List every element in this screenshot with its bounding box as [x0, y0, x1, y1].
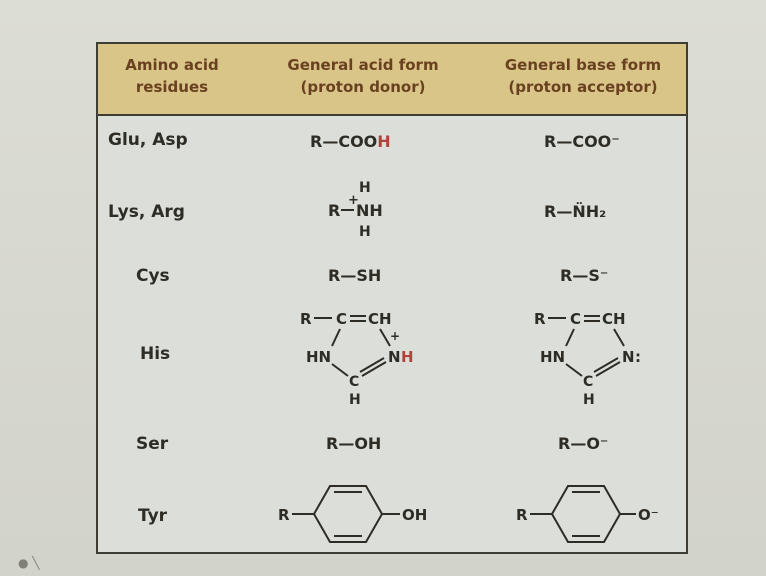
base-form-lys-arg: R—N̈H₂: [544, 202, 607, 221]
svg-text:HN: HN: [540, 348, 565, 366]
svg-text:C: C: [570, 310, 581, 328]
svg-text:C: C: [349, 374, 359, 390]
base-form-glu-asp: R—COO⁻: [544, 132, 620, 151]
residue-glu-asp: Glu, Asp: [108, 130, 188, 150]
corner-mark: ● ╲: [18, 556, 40, 570]
base-form-tyr: R O⁻: [516, 485, 659, 543]
residue-lys-arg: Lys, Arg: [108, 202, 185, 222]
base-form-ser: R—O⁻: [558, 434, 609, 453]
acid-form-his: R C CH + HN N H C H: [300, 310, 414, 408]
svg-text:CH: CH: [602, 310, 626, 328]
svg-text:H: H: [401, 348, 414, 366]
svg-text:R: R: [534, 310, 546, 328]
header-base-form: General base form (proton acceptor): [504, 56, 662, 96]
svg-text:OH: OH: [402, 506, 427, 524]
header-acid-form: General acid form (proton donor): [287, 56, 439, 96]
residue-tyr: Tyr: [138, 506, 168, 526]
lys-acid-h-top: H: [359, 180, 371, 196]
table-header: Amino acid residues General acid form (p…: [98, 44, 686, 116]
lys-acid-nh: NH: [356, 201, 383, 220]
acid-form-cys: R—SH: [328, 266, 382, 285]
svg-text:R: R: [300, 310, 312, 328]
tyr-acid-ring: [312, 485, 384, 543]
lys-acid-r: R: [328, 201, 340, 220]
svg-text:N: N: [388, 348, 401, 366]
acid-form-glu-asp: R—COOH: [310, 132, 391, 151]
residue-cys: Cys: [136, 266, 170, 286]
svg-text:R: R: [278, 506, 290, 524]
svg-text:N: N: [622, 348, 635, 366]
svg-text:C: C: [336, 310, 347, 328]
svg-text:H: H: [583, 392, 595, 408]
acid-form-lys-arg: R + NH H H: [328, 180, 383, 240]
residue-ser: Ser: [136, 434, 169, 454]
svg-text::: :: [635, 348, 641, 366]
svg-text:HN: HN: [306, 348, 331, 366]
acid-form-ser: R—OH: [326, 434, 382, 453]
svg-text:H: H: [349, 392, 361, 408]
svg-text:+: +: [390, 329, 400, 343]
residue-his: His: [140, 344, 171, 364]
acid-form-tyr: R OH: [278, 485, 427, 543]
lys-acid-plus: +: [348, 193, 359, 208]
svg-text:CH: CH: [368, 310, 392, 328]
tyr-base-ring: [550, 485, 622, 543]
svg-text:O⁻: O⁻: [638, 506, 659, 524]
lys-acid-h-bottom: H: [359, 224, 371, 240]
header-residues: Amino acid residues: [125, 56, 219, 96]
amino-acid-table: Amino acid residues General acid form (p…: [96, 42, 688, 554]
base-form-his: R C CH HN N : C H: [534, 310, 641, 408]
svg-text:R: R: [516, 506, 528, 524]
base-form-cys: R—S⁻: [560, 266, 609, 285]
svg-text:C: C: [583, 374, 593, 390]
